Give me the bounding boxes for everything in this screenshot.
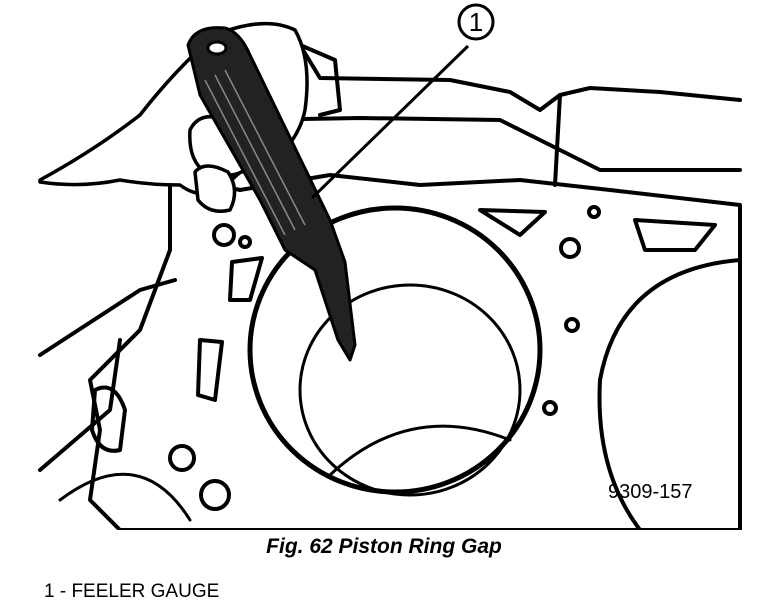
bolt-hole [559, 237, 581, 259]
block-back-edge [298, 43, 742, 112]
bolt-hole [168, 444, 196, 472]
bolt-hole [199, 479, 231, 511]
cylinder-bore-inner [298, 283, 522, 497]
bolt-hole [564, 317, 580, 333]
bolt-hole [238, 235, 252, 249]
feeler-gauge-hole [206, 40, 228, 56]
coolant-slot [228, 256, 264, 302]
legend-item: 1 - FEELER GAUGE [44, 581, 220, 602]
bolt-hole [542, 400, 558, 416]
figure-code: 9309-157 [608, 481, 693, 503]
coolant-slot [196, 338, 224, 402]
block-edge-detail [298, 43, 342, 117]
bolt-hole [212, 223, 236, 247]
cylinder-bore [247, 205, 543, 495]
coolant-slot [633, 218, 717, 252]
gasket-outline [88, 173, 742, 530]
piston-crown [328, 424, 512, 477]
piston-ring-gap-illustration: 1 9309-157 [38, 3, 742, 530]
block-side-lower [38, 338, 122, 472]
bolt-hole [587, 205, 601, 219]
block-top-line [243, 116, 742, 172]
callout-circle [457, 3, 495, 41]
figure-caption: Fig. 62 Piston Ring Gap [266, 535, 502, 558]
callout-number: 1 [469, 7, 483, 37]
callout-leader [310, 44, 470, 200]
cylinder-bore-right [597, 258, 742, 530]
cylinder-bore-left [58, 472, 192, 522]
block-side [38, 278, 177, 357]
coolant-slot [90, 385, 127, 453]
coolant-slot [478, 208, 547, 237]
block-right-edge [553, 93, 562, 187]
finger [193, 164, 237, 213]
feeler-gauge [186, 26, 357, 362]
